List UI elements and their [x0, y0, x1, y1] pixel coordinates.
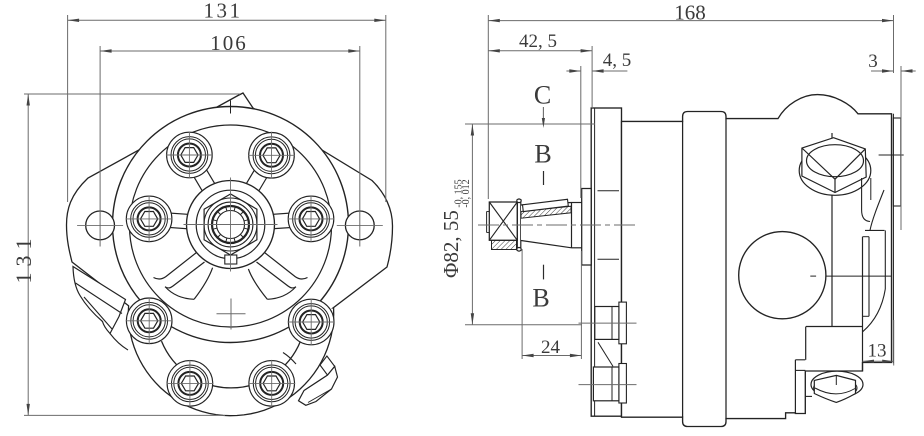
svg-text:4, 5: 4, 5 — [603, 50, 632, 71]
svg-text:42, 5: 42, 5 — [519, 31, 557, 52]
svg-text:24: 24 — [541, 337, 561, 358]
svg-text:168: 168 — [674, 1, 706, 25]
svg-text:Φ82, 55: Φ82, 55 — [439, 210, 463, 278]
svg-text:106: 106 — [210, 31, 248, 55]
svg-text:B: B — [534, 140, 551, 169]
svg-text:131: 131 — [204, 0, 243, 23]
svg-text:C: C — [534, 81, 551, 110]
svg-text:B: B — [532, 284, 549, 313]
svg-text:3: 3 — [868, 51, 878, 72]
svg-text:131: 131 — [11, 233, 36, 284]
svg-text:-0, 012: -0, 012 — [461, 179, 472, 207]
svg-text:-0, 155: -0, 155 — [454, 179, 465, 207]
svg-text:13: 13 — [868, 341, 887, 362]
